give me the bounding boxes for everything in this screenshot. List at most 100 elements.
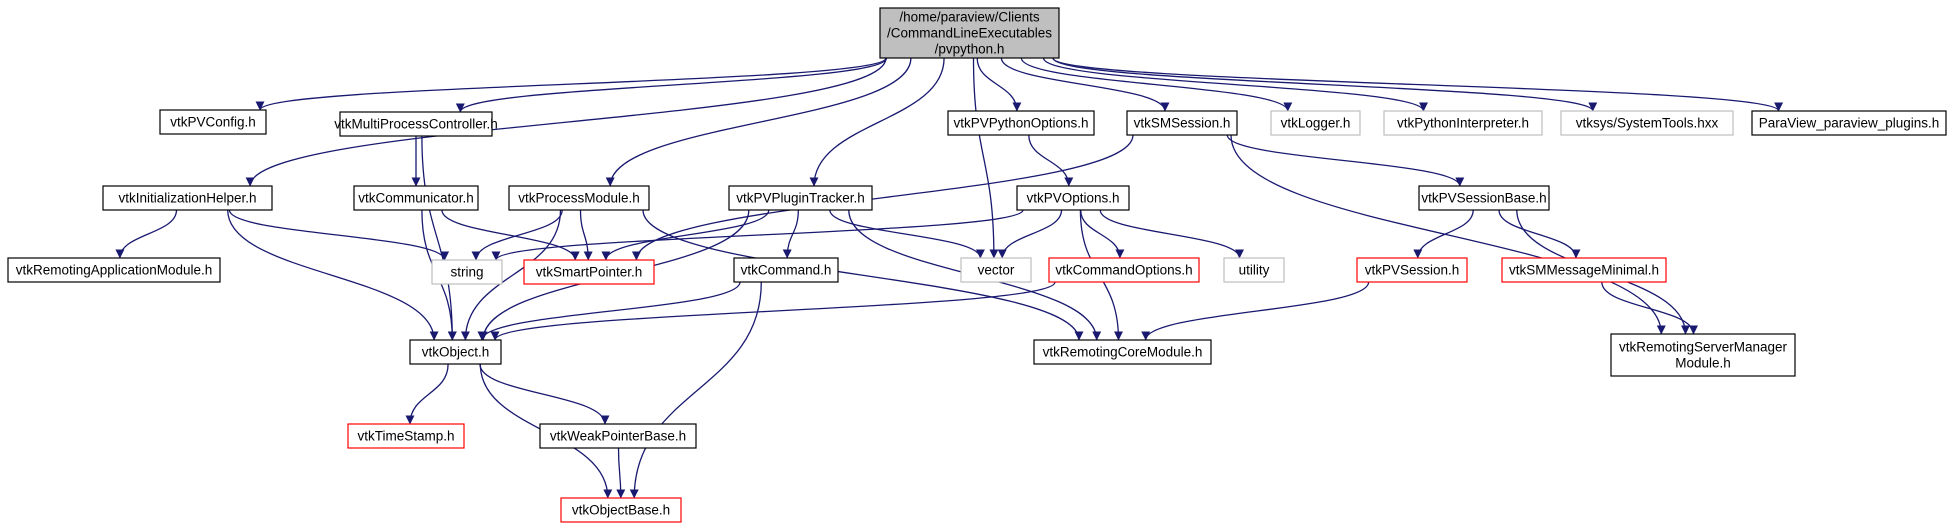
node-vtk-communicator[interactable]: vtkCommunicator.h: [353, 185, 479, 211]
node-vtk-object-base[interactable]: vtkObjectBase.h: [560, 497, 682, 523]
node-label: vtkRemotingCoreModule.h: [1043, 345, 1203, 360]
node-label: vector: [978, 263, 1015, 278]
node-box: [1033, 339, 1212, 365]
node-vtk-pvpython-options[interactable]: vtkPVPythonOptions.h: [947, 110, 1095, 136]
edge-pvpython-to-vtk-pvplugin-tracker: [809, 57, 945, 187]
node-label: vtkPVConfig.h: [170, 115, 256, 130]
node-vtk-command[interactable]: vtkCommand.h: [733, 257, 839, 283]
node-box: [733, 257, 839, 283]
node-box: [431, 259, 503, 285]
node-vtk-pvplugin-tracker[interactable]: vtkPVPluginTracker.h: [728, 185, 873, 211]
node-box: [1610, 333, 1796, 377]
node-vtk-logger: vtkLogger.h: [1270, 110, 1361, 136]
node-box: [560, 497, 682, 523]
node-vtk-smmessage-minimal[interactable]: vtkSMMessageMinimal.h: [1501, 257, 1667, 283]
edge-line: [1099, 209, 1244, 259]
edge-line: [1230, 134, 1666, 335]
node-vtk-python-interpreter: vtkPythonInterpreter.h: [1383, 110, 1543, 136]
node-box: [960, 257, 1032, 283]
node-vtk-object[interactable]: vtkObject.h: [409, 339, 502, 365]
node-box: [1270, 110, 1361, 136]
node-box: [102, 185, 273, 211]
edge-vtk-pvoptions-to-string: [491, 209, 1024, 261]
node-label: vtkPVSessionBase.h: [1421, 191, 1546, 206]
edge-vtk-process-module-to-vtk-object: [460, 209, 562, 341]
node-vtk-command-options[interactable]: vtkCommandOptions.h: [1048, 257, 1200, 283]
edge-line: [631, 134, 1134, 261]
node-label: vtkInitializationHelper.h: [118, 191, 256, 206]
edge-line: [1226, 134, 1465, 187]
node-vtk-remoting-core-module[interactable]: vtkRemotingCoreModule.h: [1033, 339, 1212, 365]
node-box: [1418, 185, 1550, 211]
edge-line: [616, 447, 626, 499]
edge-line: [1601, 281, 1698, 335]
edge-line: [809, 57, 945, 187]
node-label: vtksys/SystemTools.hxx: [1576, 116, 1719, 131]
node-label: vtkTimeStamp.h: [357, 429, 454, 444]
edge-vtk-command-options-to-vtk-object: [490, 281, 1056, 341]
edge-line: [227, 209, 439, 341]
node-vtk-pvoptions[interactable]: vtkPVOptions.h: [1016, 185, 1130, 211]
node-vtk-pvsession[interactable]: vtkPVSession.h: [1356, 257, 1468, 283]
edge-vtk-weak-pointer-base-to-vtk-object-base: [616, 447, 626, 499]
node-label: vtkPVOptions.h: [1026, 191, 1119, 206]
node-box: [353, 185, 479, 211]
node-vtk-initialization-helper[interactable]: vtkInitializationHelper.h: [102, 185, 273, 211]
node-box: [1223, 257, 1285, 283]
edge-line: [455, 57, 888, 113]
node-label: vtkRemotingApplicationModule.h: [16, 263, 213, 278]
node-vtk-remoting-application-module[interactable]: vtkRemotingApplicationModule.h: [7, 257, 221, 283]
edge-pvpython-to-vtk-smsession: [1000, 57, 1170, 112]
node-vtk-smart-pointer[interactable]: vtkSmartPointer.h: [523, 259, 655, 285]
edge-line: [997, 209, 1063, 259]
edge-line: [491, 209, 1024, 261]
node-label: vtkLogger.h: [1281, 116, 1351, 131]
node-para-view-plugins[interactable]: ParaView_paraview_plugins.h: [1751, 110, 1947, 136]
node-pvpython[interactable]: /home/paraview/Clients/CommandLineExecut…: [879, 7, 1060, 59]
node-vtk-weak-pointer-base[interactable]: vtkWeakPointerBase.h: [539, 423, 697, 449]
node-box: [1048, 257, 1200, 283]
node-label: vtkSMMessageMinimal.h: [1509, 263, 1659, 278]
node-box: [539, 423, 697, 449]
edge-line: [1498, 209, 1581, 259]
node-vtk-time-stamp[interactable]: vtkTimeStamp.h: [347, 423, 465, 449]
edge-line: [1028, 134, 1074, 187]
edge-vtk-smsession-to-vtk-pvsession-base: [1226, 134, 1465, 187]
edge-vtk-process-module-to-string: [471, 209, 563, 261]
edge-vtk-pvsession-base-to-vtk-smmessage-minimal: [1498, 209, 1581, 259]
node-vtk-pvsession-base[interactable]: vtkPVSessionBase.h: [1418, 185, 1550, 211]
edge-vtk-process-module-to-vtk-remoting-core-module: [642, 209, 1084, 341]
edge-line: [829, 209, 985, 259]
node-label: vtkObjectBase.h: [572, 503, 670, 518]
node-label: vtkWeakPointerBase.h: [550, 429, 686, 444]
edge-vtk-command-to-vtk-object: [477, 281, 741, 341]
node-vtk-multi-process-controller[interactable]: vtkMultiProcessController.h: [334, 111, 498, 137]
edge-vtk-initialization-helper-to-vtk-remoting-application-module: [115, 209, 178, 259]
node-system-tools: vtksys/SystemTools.hxx: [1560, 110, 1734, 136]
node-layer: /home/paraview/Clients/CommandLineExecut…: [7, 7, 1947, 523]
edge-vtk-pvplugin-tracker-to-vtk-smart-pointer: [601, 209, 770, 261]
edge-pvpython-to-vtk-pvconfig: [255, 57, 887, 111]
node-label: vtkPVPluginTracker.h: [736, 191, 865, 206]
node-box: [1016, 185, 1130, 211]
edge-line: [405, 363, 449, 425]
node-vector: vector: [960, 257, 1032, 283]
edge-vtk-pvsession-to-vtk-remoting-core-module: [1141, 281, 1370, 341]
node-box: [347, 423, 465, 449]
edge-line: [228, 209, 450, 261]
edge-vtk-object-to-vtk-weak-pointer-base: [479, 363, 610, 425]
edge-line: [972, 57, 999, 259]
node-box: [1751, 110, 1947, 136]
node-label: /home/paraview/Clients: [899, 10, 1040, 25]
edge-vtk-smsession-to-vtk-remoting-server-manager-module: [1230, 134, 1666, 335]
node-vtk-process-module[interactable]: vtkProcessModule.h: [508, 185, 650, 211]
node-box: [7, 257, 221, 283]
edge-vtk-process-module-to-vtk-smart-pointer: [579, 209, 593, 261]
edge-vtk-initialization-helper-to-string: [228, 209, 450, 261]
edge-line: [976, 57, 1022, 112]
node-vtk-pvconfig[interactable]: vtkPVConfig.h: [159, 109, 267, 135]
edge-line: [245, 57, 887, 187]
node-vtk-smsession[interactable]: vtkSMSession.h: [1126, 110, 1238, 136]
